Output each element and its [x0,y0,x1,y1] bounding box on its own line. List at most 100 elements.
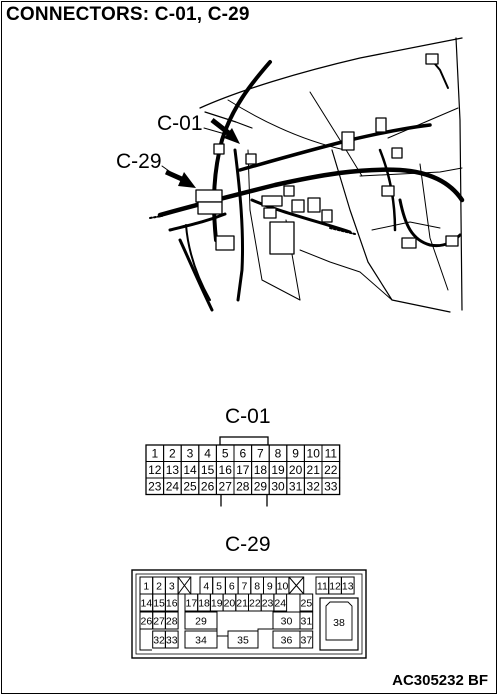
c01-pin-number: 15 [201,463,215,477]
c01-pin-number: 27 [219,480,233,494]
c29-pin-number: 1 [143,581,149,593]
c29-pin-number: 4 [203,581,209,593]
c01-pin-number: 13 [166,463,180,477]
c29-pin-number: 5 [216,581,222,593]
c29-empty-cell [177,576,192,595]
c01-pin-number: 19 [271,463,285,477]
c01-pin-number: 4 [204,447,211,461]
c29-pin-number: 27 [153,616,165,628]
c29-pin-number: 30 [281,616,293,628]
c29-pin-number: 8 [254,581,260,593]
c01-pin-number: 7 [257,447,264,461]
c01-pin-number: 6 [239,447,246,461]
c01-pin-number: 28 [236,480,250,494]
c29-pointer-arrow [164,169,196,188]
c01-pin-number: 22 [324,463,338,477]
c29-pin-number: 10 [277,581,289,593]
c29-pin-number: 9 [267,581,273,593]
c01-pin-number: 32 [307,480,321,494]
c29-pin-number: 28 [166,616,178,628]
c29-pin-number: 15 [153,598,165,610]
c29-pin-number: 21 [236,598,248,610]
c29-pin-number: 14 [141,598,153,610]
c29-pin-cell [164,630,179,649]
c29-blocked-cross-icon [177,576,192,595]
c29-pin-number: 13 [342,581,354,593]
c29-pin-number: 19 [211,598,223,610]
c29-inner-rim [135,573,363,655]
c29-empty-cell [288,576,305,595]
c01-pin-number: 8 [275,447,282,461]
c29-pin-number: 37 [301,635,313,647]
c29-pin-number: 35 [237,635,249,647]
page-title: CONNECTORS: C-01, C-29 [6,4,250,25]
c01-pin-number: 10 [307,447,321,461]
c29-housing [131,569,367,659]
c29-pin-cell [319,597,359,651]
c01-pin-number: 16 [219,463,233,477]
c01-pin-cell [321,477,341,495]
c29-pin-number: 32 [153,635,165,647]
callout-c01-label: C-01 [157,112,203,135]
c29-pin-cell [164,593,179,612]
c01-pin-number: 25 [183,480,197,494]
c29-pin-number: 23 [262,598,274,610]
connector-c29-title: C-29 [225,533,271,556]
c29-pin-number: 6 [229,581,235,593]
c01-pin-number: 12 [148,463,162,477]
c29-pin-cell [299,630,314,649]
c29-pin-number: 31 [301,616,313,628]
c29-pin-number: 2 [156,581,162,593]
c01-housing [145,444,341,496]
c29-terminal-outline [325,601,353,641]
c01-pin-number: 26 [201,480,215,494]
c29-pin-number: 11 [317,581,328,593]
c01-pin-number: 31 [289,480,303,494]
c29-pin-number: 18 [198,598,210,610]
c01-latch [220,494,268,507]
c29-pin-number: 33 [166,635,178,647]
connector-c01-title: C-01 [225,405,271,428]
c01-pin-number: 30 [271,480,285,494]
c29-pin-cell [299,593,314,612]
c01-pin-number: 24 [166,480,180,494]
c01-pin-number: 29 [254,480,268,494]
c29-pin-number: 29 [195,616,207,628]
c29-pin-cell [273,593,288,612]
c29-blocked-cross-icon [288,576,305,595]
c29-pin-number: 25 [301,598,313,610]
c01-pointer-arrow [210,118,240,144]
c29-pin-cell [184,630,218,649]
c29-pin-number: 17 [186,598,198,610]
c29-pin-number: 3 [169,581,175,593]
c01-pin-number: 2 [169,447,176,461]
c29-pin-number: 26 [141,616,153,628]
c29-pin-number: 20 [224,598,236,610]
c01-pin-number: 18 [254,463,268,477]
reference-code: AC305232 BF [392,672,488,689]
c29-pin-number: 34 [195,635,207,647]
c01-pin-number: 1 [151,447,158,461]
c29-pin-cell [164,611,179,630]
c29-pin-number: 38 [333,617,345,629]
callout-c29-label: C-29 [116,150,162,173]
c01-pin-number: 20 [289,463,303,477]
c29-pin-cell [340,576,355,595]
c01-pin-number: 9 [292,447,299,461]
c29-pin-number: 7 [242,581,248,593]
c01-pin-number: 5 [222,447,229,461]
c29-pin-number: 16 [166,598,178,610]
c29-pin-cell [184,611,218,630]
c29-pin-number: 22 [249,598,261,610]
c01-pin-number: 21 [307,463,321,477]
c29-pin-number: 24 [274,598,286,610]
c29-pin-cell [227,630,259,649]
c29-pin-number: 36 [281,635,293,647]
c29-pin-cell [299,611,314,630]
c01-pin-number: 33 [324,480,338,494]
c01-pin-number: 23 [148,480,162,494]
